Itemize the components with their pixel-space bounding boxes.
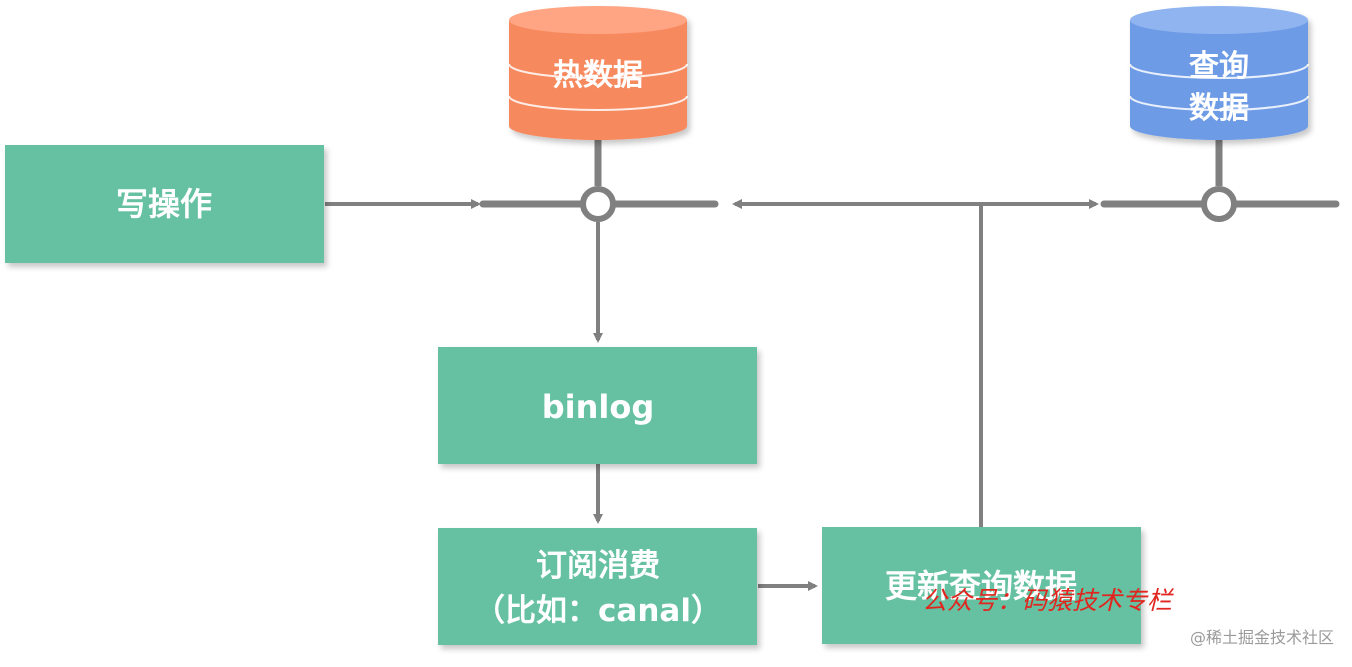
subscribe-label-line2: （比如：canal）: [474, 593, 722, 629]
query-db-body: [1130, 20, 1308, 140]
query-db-band-1: [1129, 63, 1309, 79]
binlog-box: [438, 347, 757, 464]
subscribe-label-line1: 订阅消费: [536, 548, 660, 584]
connectors: [325, 140, 1340, 591]
query-bus-junction: [1201, 186, 1237, 222]
write-op-node: 写操作: [5, 145, 324, 263]
subscribe-box: [438, 528, 757, 645]
query-db-label-line1: 查询: [1189, 49, 1249, 84]
update-query-label: 更新查询数据: [885, 567, 1077, 605]
query-db-band-2: [1129, 95, 1309, 111]
hot-db-band-1: [508, 63, 688, 79]
update-query-node: 更新查询数据: [822, 527, 1141, 644]
write-op-box: [5, 145, 324, 263]
update-query-box: [822, 527, 1141, 644]
write-op-label: 写操作: [116, 185, 212, 223]
hot-data-db: 热数据: [508, 6, 688, 140]
hot-db-body: [509, 20, 687, 140]
subscribe-node: 订阅消费 （比如：canal）: [438, 528, 757, 645]
hot-bus-junction: [580, 186, 616, 222]
hot-db-label: 热数据: [553, 58, 643, 93]
site-credit-text: @稀土掘金技术社区: [1190, 628, 1334, 647]
query-db-top: [1130, 6, 1308, 34]
hot-db-top: [509, 6, 687, 34]
query-db-label-line2: 数据: [1189, 91, 1249, 126]
watermark-text: 公众号：码猿技术专栏: [922, 586, 1174, 615]
query-data-db: 查询 数据: [1129, 6, 1309, 140]
binlog-node: binlog: [438, 347, 757, 464]
hot-db-band-2: [508, 95, 688, 111]
binlog-label: binlog: [542, 388, 655, 426]
